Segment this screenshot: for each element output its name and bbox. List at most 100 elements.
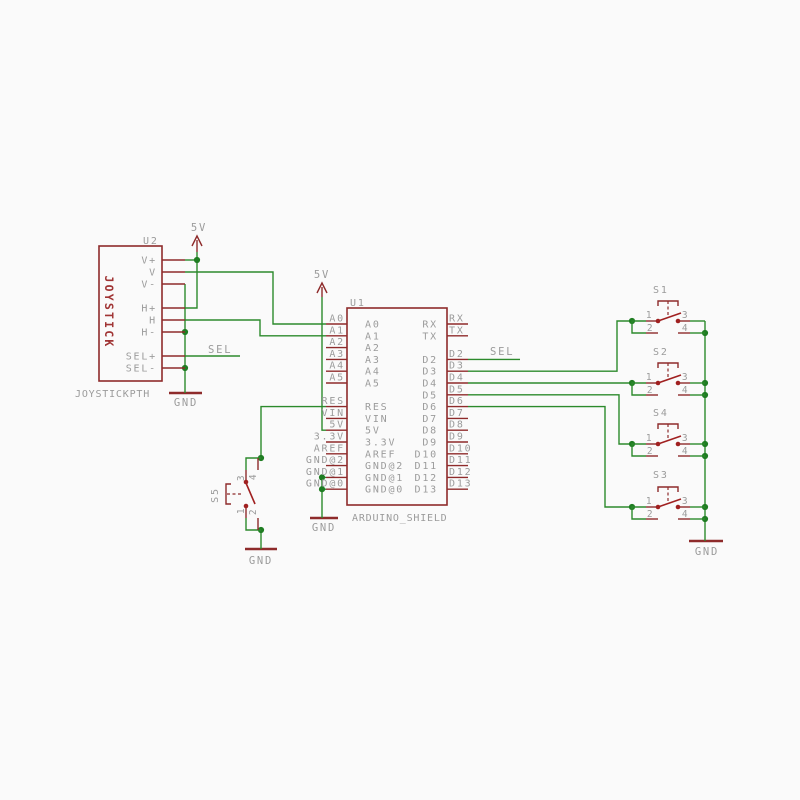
pin-label: 3 bbox=[682, 433, 688, 444]
pin-label: D3 bbox=[449, 361, 465, 372]
pin-label: D12 bbox=[415, 473, 438, 484]
junction-dot bbox=[318, 486, 326, 493]
pin-label: 3 bbox=[682, 372, 688, 383]
joystick-value: JOYSTICKPTH bbox=[75, 389, 150, 400]
switch-ref: S2 bbox=[653, 347, 669, 358]
pin-label: D2 bbox=[422, 355, 438, 366]
pin-label: A4 bbox=[365, 367, 381, 378]
switch-contact bbox=[675, 504, 681, 510]
pin-label: RX bbox=[422, 320, 438, 331]
switch-left-connector bbox=[631, 443, 646, 457]
pin-label: 5V bbox=[365, 426, 381, 437]
pin-label: RES bbox=[365, 402, 388, 413]
pin-label: 3.3V bbox=[365, 438, 396, 449]
vcc-symbol-joystick bbox=[191, 234, 203, 252]
pin-label: A2 bbox=[329, 337, 345, 348]
pin-label: AREF bbox=[365, 449, 396, 460]
pin-label: 4 bbox=[682, 385, 688, 396]
pin-label: A3 bbox=[329, 349, 345, 360]
switch-contact bbox=[243, 479, 249, 485]
wire-5v-to-shield bbox=[321, 297, 326, 431]
pin-label: GND@0 bbox=[306, 479, 345, 490]
wire-d5-to-s4 bbox=[468, 394, 632, 445]
pin-label: D5 bbox=[422, 390, 438, 401]
pin-label: A0 bbox=[365, 320, 381, 331]
shield-value: ARDUINO_SHIELD bbox=[352, 513, 448, 524]
pin-label: RES bbox=[322, 396, 345, 407]
pin-label: RX bbox=[449, 314, 465, 325]
shield-pins: A0A0A1A1A2A2A3A3A4A4A5A5RESRESVINVIN5V5V… bbox=[306, 314, 472, 496]
switch-actuator bbox=[225, 483, 231, 505]
pin-label: VIN bbox=[322, 408, 345, 419]
switch-contact bbox=[243, 503, 249, 509]
wire-5v-to-hplus bbox=[185, 252, 198, 309]
gnd-label-shield: GND bbox=[312, 522, 336, 534]
switch-lever bbox=[657, 374, 682, 384]
switch-top-connector bbox=[245, 457, 261, 470]
pin-label: VIN bbox=[365, 414, 388, 425]
pin-label: A1 bbox=[329, 325, 345, 336]
pin-label: 1 bbox=[646, 496, 652, 507]
switch-lever bbox=[657, 312, 682, 322]
pin-label: GND@2 bbox=[365, 461, 404, 472]
pin-label: A0 bbox=[329, 314, 345, 325]
pin-label: D13 bbox=[449, 479, 472, 490]
switch-ref: S4 bbox=[653, 408, 669, 419]
pin-label: 2 bbox=[248, 509, 259, 515]
pin-label: A5 bbox=[365, 379, 381, 390]
switch-contact bbox=[675, 441, 681, 447]
pin-label: D8 bbox=[422, 426, 438, 437]
switch-contact bbox=[675, 318, 681, 324]
joystick-body bbox=[98, 245, 163, 382]
switch-bottom-connector bbox=[245, 518, 261, 531]
pin-label: D13 bbox=[415, 485, 438, 496]
pin-label: 3.3V bbox=[314, 432, 345, 443]
pin-label: 2 bbox=[647, 385, 653, 396]
pin-label: 5V bbox=[329, 420, 345, 431]
pin-label: D8 bbox=[449, 420, 465, 431]
pin-label: D11 bbox=[449, 455, 472, 466]
pin-label: H- bbox=[141, 328, 157, 339]
junction-dot bbox=[318, 474, 326, 481]
pin-label: TX bbox=[422, 331, 438, 342]
joystick-ref: U2 bbox=[143, 236, 159, 247]
pin-label: D6 bbox=[422, 402, 438, 413]
switch-ref: S5 bbox=[210, 487, 221, 503]
pin-label: 1 bbox=[236, 508, 247, 514]
pin-label: V bbox=[149, 268, 157, 279]
pin-label: D10 bbox=[415, 449, 438, 460]
pin-label: GND@1 bbox=[306, 467, 345, 478]
pin-label: D3 bbox=[422, 367, 438, 378]
pin-label: 4 bbox=[682, 509, 688, 520]
pin-label: D11 bbox=[415, 461, 438, 472]
junction-dots bbox=[181, 256, 709, 534]
pin-label: A3 bbox=[365, 355, 381, 366]
wires bbox=[184, 252, 706, 549]
wire-v-to-a0 bbox=[185, 271, 326, 325]
pin-label: 3 bbox=[682, 496, 688, 507]
pin-label: D4 bbox=[422, 379, 438, 390]
pin-label: H bbox=[149, 316, 157, 327]
pin-label: AREF bbox=[314, 443, 345, 454]
switch-left-connector bbox=[631, 320, 646, 334]
switch-ref: S3 bbox=[653, 470, 669, 481]
pin-label: D7 bbox=[422, 414, 438, 425]
net-label-sel-joystick: SEL bbox=[208, 344, 232, 356]
net-label-sel-shield: SEL bbox=[490, 346, 514, 358]
pin-label: GND@0 bbox=[365, 485, 404, 496]
pin-label: D7 bbox=[449, 408, 465, 419]
gnd-label-joystick: GND bbox=[174, 397, 198, 409]
joystick-pins: V+VV-H+HH-SEL+SEL- bbox=[126, 256, 185, 375]
switch-left-connector bbox=[631, 506, 646, 520]
switch-contact bbox=[675, 380, 681, 386]
pin-label: 4 bbox=[682, 446, 688, 457]
pin-label: GND@2 bbox=[306, 455, 345, 466]
pin-label: SEL+ bbox=[126, 352, 157, 363]
pin-label: D5 bbox=[449, 384, 465, 395]
switch-lever bbox=[657, 498, 682, 508]
